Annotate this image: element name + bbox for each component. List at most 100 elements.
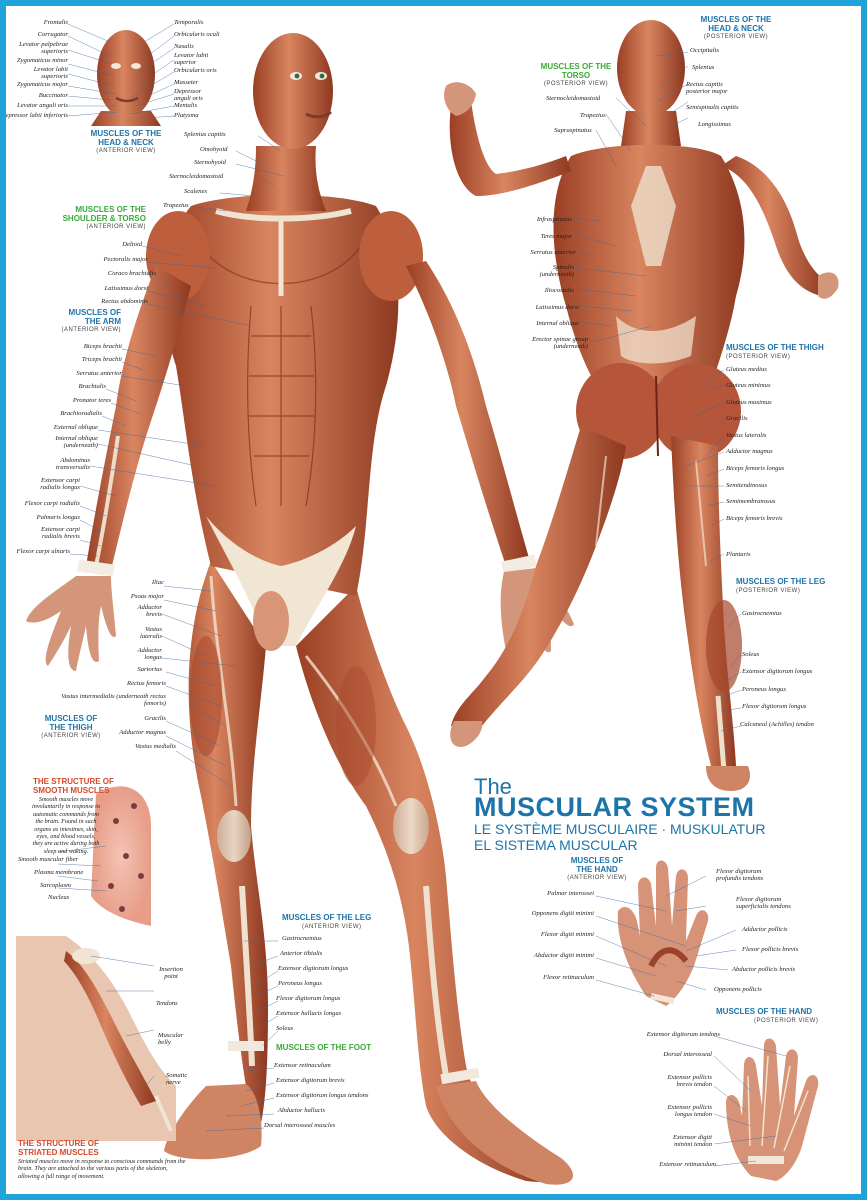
label: Semimembranosus: [726, 498, 776, 505]
heading-title: MUSCLES OF THE LEG: [736, 577, 826, 586]
label: Vastus medialis: [135, 743, 176, 750]
heading-title: MUSCLES OF THE ARM: [68, 308, 121, 326]
heading-view: (ANTERIOR VIEW): [41, 733, 101, 739]
label: Splenius: [692, 64, 715, 71]
label: Supraspinatus: [554, 127, 592, 134]
heading-view: (POSTERIOR VIEW): [703, 34, 769, 40]
label: Extensor digitorum tendons: [646, 1031, 720, 1038]
label: Soleus: [276, 1025, 294, 1032]
heading-view: (ANTERIOR VIEW): [302, 923, 362, 930]
label: Opponens pollicis: [714, 986, 762, 993]
label: Smooth muscular fiber: [18, 856, 79, 863]
label: Insertion point: [159, 966, 183, 980]
label: Palmaris longus: [36, 514, 80, 521]
label: Serratus anterior: [76, 370, 122, 377]
heading-title: MUSCLES OF THE HEAD & NECK: [90, 129, 162, 147]
label: Extensor digitorum longus: [278, 965, 349, 972]
label: Adductor brevis: [137, 604, 162, 618]
label: Flexor digiti minimi: [540, 931, 594, 938]
label: Frontalis: [43, 19, 68, 26]
label: Extensor carpi radialis longus: [40, 477, 80, 491]
label: Occipitalis: [690, 47, 719, 54]
label: Deltoid: [122, 241, 142, 248]
label: Vastus intermedialis (underneath rectus …: [61, 693, 166, 707]
label: Trapezius: [580, 112, 606, 119]
head-neck-anterior-heading: MUSCLES OF THE HEAD & NECK (ANTERIOR VIE…: [86, 129, 166, 156]
label: Nasalis: [174, 43, 194, 50]
label: Extensor carpi radialis brevis: [40, 526, 80, 540]
label: Abductor digiti minimi: [533, 952, 594, 959]
label: Orbicularis oculi: [174, 31, 220, 38]
poster: Frontalis Corrugator Levator palpebrae s…: [6, 6, 861, 1194]
face-inset: [91, 30, 161, 126]
leg-posterior-heading: MUSCLES OF THE LEG (POSTERIOR VIEW): [736, 577, 826, 595]
label: Somatic nerve: [166, 1072, 188, 1086]
label: Depressor anguli oris: [174, 88, 203, 102]
label: Zygomaticus major: [16, 81, 68, 88]
label: Adductor magnus: [726, 448, 773, 455]
heading-view: (POSTERIOR VIEW): [754, 1017, 819, 1024]
label: Infraspinatus: [536, 216, 572, 223]
label: Levator labii superioris: [33, 66, 68, 80]
label: Sarcoplasm: [40, 882, 71, 889]
label: Sternocleidomastoid: [169, 173, 224, 180]
arm-heading: MUSCLES OF THE ARM (ANTERIOR VIEW): [51, 308, 122, 335]
label: Extensor digitorum brevis: [276, 1077, 345, 1084]
label: Rectus abdominis: [101, 298, 148, 305]
label: Adductor longus: [137, 647, 162, 661]
smooth-text: Smooth muscles move involuntarily in res…: [32, 796, 100, 855]
heading-title: MUSCLES OF THE THIGH: [44, 714, 98, 732]
label: Adductor pollicis: [742, 926, 788, 933]
leg-anterior-heading: MUSCLES OF THE LEG (ANTERIOR VIEW): [282, 913, 371, 931]
hand-posterior-heading: MUSCLES OF THE HAND (POSTERIOR VIEW): [716, 1007, 819, 1025]
label: Vastus lateralis: [726, 432, 767, 439]
label: Flexor carpi radialis: [24, 500, 80, 507]
label: Trapezius: [163, 202, 189, 209]
label: Extensor digitorum longus tendons: [276, 1092, 369, 1099]
hand-anterior-heading: MUSCLES OF THE HAND (ANTERIOR VIEW): [562, 856, 632, 883]
title-translations: LE SYSTÈME MUSCULAIRE · MUSKULATUR: [474, 821, 766, 837]
label: Internal oblique: [536, 320, 579, 327]
heading-title: MUSCLES OF THE SHOULDER & TORSO: [62, 205, 146, 223]
head-neck-posterior-heading: MUSCLES OF THE HEAD & NECK (POSTERIOR VI…: [690, 15, 782, 42]
heading-title: MUSCLES OF THE THIGH: [726, 343, 824, 352]
label: Anterior tibialis: [280, 950, 323, 957]
label: Coraco brachialis: [107, 270, 156, 277]
anterior-figure: [26, 33, 574, 1185]
hand-posterior-illustration: [726, 1038, 819, 1181]
heading-title: MUSCLES OF THE HAND: [716, 1007, 812, 1016]
label: Flexor carpi ulnaris: [16, 548, 70, 555]
heading-title: MUSCLES OF THE TORSO: [540, 62, 612, 80]
heading-view: (ANTERIOR VIEW): [567, 875, 627, 881]
label: Latissimus dorsi: [535, 304, 579, 311]
label: Gluteus minimus: [726, 382, 771, 389]
label: Flexor pollicis brevis: [742, 946, 799, 953]
label: Extensor digiti minimi tendon: [672, 1134, 712, 1148]
label: Palmar interossei: [547, 890, 594, 897]
foot-heading: MUSCLES OF THE FOOT: [276, 1043, 372, 1052]
heading-view: (ANTERIOR VIEW): [61, 327, 121, 333]
label: Gracilis: [726, 415, 748, 422]
label: Soleus: [742, 651, 760, 658]
label: Masseter: [174, 79, 199, 86]
label: Brachialis: [78, 383, 106, 390]
label: Gracilis: [144, 715, 166, 722]
torso-posterior-heading: MUSCLES OF THE TORSO (POSTERIOR VIEW): [536, 62, 616, 89]
heading-view: (POSTERIOR VIEW): [736, 587, 801, 594]
label: Abdominus transversalis: [55, 457, 90, 471]
label: Flexor digitorum longus: [276, 995, 341, 1002]
label: Sartorius: [137, 666, 162, 673]
label: Orbicularis oris: [174, 67, 217, 74]
label: Teres major: [540, 233, 572, 240]
label: Splenius capitis: [184, 131, 226, 138]
label: Dorsal interosseal muscles: [264, 1122, 336, 1129]
heading-view: (ANTERIOR VIEW): [96, 148, 156, 154]
label: Temporalis: [174, 19, 204, 26]
label: Plasma membrane: [34, 869, 84, 876]
label: Nucleus: [48, 894, 70, 901]
label: Extensor pollicis longus tendon: [667, 1104, 712, 1118]
label: Scalenes: [184, 188, 208, 195]
label: Abductor hallucis: [278, 1107, 326, 1114]
shoulder-torso-heading: MUSCLES OF THE SHOULDER & TORSO (ANTERIO…: [46, 205, 146, 232]
label: Omohyoid: [200, 146, 228, 153]
